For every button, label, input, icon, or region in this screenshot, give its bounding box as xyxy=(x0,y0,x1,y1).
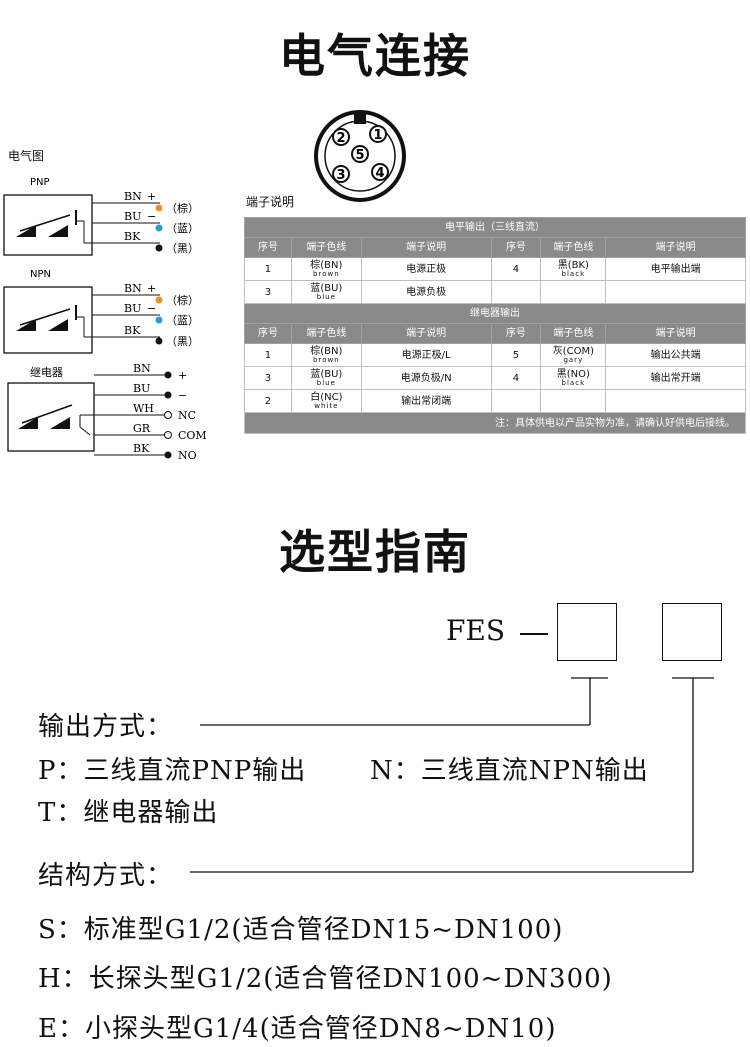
npn-tag-brown: （棕） xyxy=(166,293,199,307)
pnp-wire-bn: BN xyxy=(124,190,142,203)
structure-h: H：长探头型G1/2(适合管径DN100~DN300) xyxy=(38,964,613,994)
electrical-title: 电气连接 xyxy=(279,29,471,83)
structure-e: E：小探头型G1/4(适合管径DN8~DN10) xyxy=(38,1014,557,1044)
output-mode-t: T：继电器输出 xyxy=(38,798,219,828)
output-mode-n: N：三线直流NPN输出 xyxy=(370,756,649,786)
relay-wire-bu: BU xyxy=(133,382,150,395)
pnp-sign-minus: − xyxy=(147,210,156,223)
terminal-table: 电平输出（三线直流） 序号端子色线端子说明 序号端子色线端子说明 1 棕(BN)… xyxy=(244,217,746,434)
model-dash xyxy=(520,633,548,635)
output-mode-p: P：三线直流PNP输出 xyxy=(38,756,307,786)
pin-3: 3 xyxy=(336,168,345,183)
table-row: 3 蓝(BU)blue 电源负极 xyxy=(244,280,746,304)
leader-lines xyxy=(190,677,714,873)
blue-dot xyxy=(155,224,163,232)
npn-wire-bn: BN xyxy=(124,282,142,295)
brown-dot xyxy=(155,296,163,304)
relay-tag-nc: NC xyxy=(178,409,196,422)
table2-header: 序号 xyxy=(244,323,292,344)
table-row: 1 棕(BN)brown 电源正极 4 黑(BK)black 电平输出端 xyxy=(244,257,746,281)
table2-header: 端子说明 xyxy=(360,323,492,344)
relay-wire-wh: WH xyxy=(133,402,154,415)
relay-tag-no: NO xyxy=(178,449,197,462)
table1-header: 端子色线 xyxy=(290,237,362,258)
table-row: 1 棕(BN)brown 电源正极/L 5 灰(COM)gary 输出公共端 xyxy=(244,343,746,367)
table1-header: 端子说明 xyxy=(605,237,746,258)
npn-name: NPN xyxy=(30,269,51,280)
table-row: 2 白(NC)white 输出常闭端 xyxy=(244,389,746,413)
pin-1: 1 xyxy=(373,128,382,143)
table2-header: 端子色线 xyxy=(540,323,607,344)
relay-diagram: 继电器 BN BU WH GR BK + − NC COM NO xyxy=(7,362,207,462)
output-mode-label: 输出方式： xyxy=(38,712,174,742)
table-row: 3 蓝(BU)blue 电源负极/N 4 黑(NO)black 输出常开端 xyxy=(244,366,746,390)
relay-tag-plus: + xyxy=(178,369,187,382)
pin-5: 5 xyxy=(355,148,364,163)
pnp-name: PNP xyxy=(30,177,50,188)
blue-dot xyxy=(155,316,163,324)
output-mode-box xyxy=(557,603,617,661)
pnp-wire-bu: BU xyxy=(124,210,141,223)
npn-tag-black: （黑） xyxy=(166,335,199,348)
pnp-wire-bk: BK xyxy=(124,230,141,243)
npn-wire-bu: BU xyxy=(124,302,141,315)
pnp-tag-blue: （蓝） xyxy=(166,222,199,235)
pnp-tag-brown: （棕） xyxy=(166,201,199,215)
table2-header: 端子说明 xyxy=(605,323,746,344)
table1-header: 序号 xyxy=(490,237,542,258)
wiring-diagrams: PNP BN + BU − BK （棕） （蓝） （黑） NPN BN xyxy=(3,177,207,462)
pnp-sign-plus: + xyxy=(147,190,156,203)
structure-s: S：标准型G1/2(适合管径DN15~DN100) xyxy=(38,915,564,945)
diagram-label: 电气图 xyxy=(8,149,45,163)
relay-name: 继电器 xyxy=(30,366,63,379)
black-dot xyxy=(155,244,163,252)
black-dot xyxy=(155,337,163,345)
relay-wire-bn: BN xyxy=(133,362,151,375)
npn-wire-bk: BK xyxy=(124,324,141,337)
table-note: 注：具体供电以产品实物为准，请确认好供电后接线。 xyxy=(244,412,746,434)
table2-header: 端子色线 xyxy=(290,323,362,344)
pin-2: 2 xyxy=(336,131,345,146)
pnp-tag-black: （黑） xyxy=(166,242,199,255)
npn-diagram: NPN BN + BU − BK （棕） （蓝） （黑） xyxy=(3,269,199,354)
npn-sign-minus: − xyxy=(147,302,156,315)
selection-title: 选型指南 xyxy=(279,525,471,579)
table1-header: 端子色线 xyxy=(540,237,607,258)
pnp-diagram: PNP BN + BU − BK （棕） （蓝） （黑） xyxy=(3,177,199,256)
brown-dot xyxy=(155,204,163,212)
table1-title: 电平输出（三线直流） xyxy=(244,217,746,238)
relay-tag-com: COM xyxy=(178,429,207,442)
npn-tag-blue: （蓝） xyxy=(166,314,199,327)
pin-4: 4 xyxy=(375,166,384,181)
model-prefix: FES xyxy=(446,614,506,647)
structure-box xyxy=(662,603,722,661)
terminal-label: 端子说明 xyxy=(246,195,295,209)
table1-header: 端子说明 xyxy=(360,237,492,258)
table2-header: 序号 xyxy=(490,323,542,344)
structure-label: 结构方式： xyxy=(38,861,174,891)
npn-sign-plus: + xyxy=(147,282,156,295)
relay-wire-bk: BK xyxy=(133,442,150,455)
table2-title: 继电器输出 xyxy=(244,303,746,324)
relay-wire-gr: GR xyxy=(133,422,151,435)
table1-header: 序号 xyxy=(244,237,292,258)
connector-pinout: 1 2 3 4 5 xyxy=(314,110,406,202)
relay-tag-minus: − xyxy=(178,389,187,402)
